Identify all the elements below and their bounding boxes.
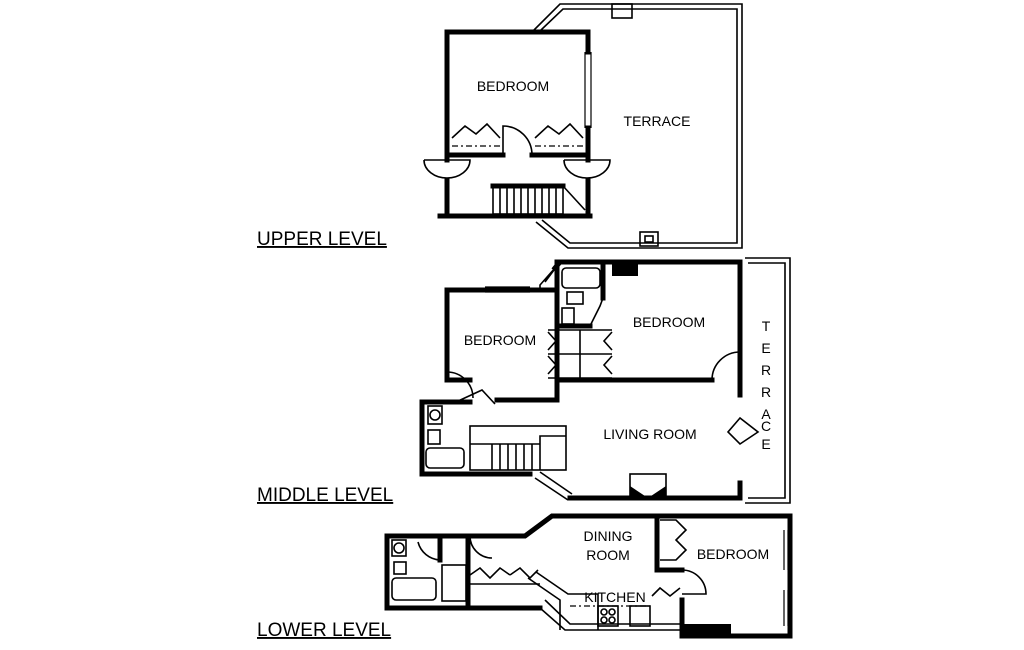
- upper-terrace-label: TERRACE: [624, 113, 691, 129]
- lower-level-plan: [384, 513, 793, 639]
- middle-right-door-swing: [711, 351, 741, 381]
- middle-sink: [566, 291, 584, 305]
- middle-bedroom-right-label: BEDROOM: [633, 314, 705, 330]
- upper-door-swing: [502, 125, 533, 156]
- lower-outer-walls: [384, 513, 793, 639]
- middle-level-plan: [419, 257, 791, 504]
- chimney-bottom: [639, 231, 659, 247]
- svg-text:E: E: [761, 436, 770, 452]
- lower-closets: [468, 566, 540, 585]
- middle-interior-wall: [444, 377, 715, 403]
- svg-text:A: A: [761, 406, 771, 422]
- middle-left-door-swing: [446, 371, 474, 399]
- stove: [597, 605, 619, 627]
- middle-bedroom-left-label: BEDROOM: [464, 332, 536, 348]
- chimney-top: [611, 3, 633, 19]
- svg-text:C: C: [761, 418, 771, 434]
- middle-living-label: LIVING ROOM: [603, 426, 696, 442]
- upper-terrace-outline: [533, 3, 743, 249]
- svg-text:R: R: [761, 384, 771, 400]
- sink: [629, 605, 651, 627]
- svg-text:T: T: [762, 318, 771, 334]
- upper-swing-right: [563, 159, 611, 179]
- svg-text:E: E: [761, 340, 770, 356]
- upper-level-plan: [423, 3, 743, 249]
- svg-text:R: R: [761, 362, 771, 378]
- lower-kitchen-label: KITCHEN: [584, 589, 645, 605]
- lower-dining-label-1: DINING: [584, 528, 633, 544]
- lower-bedroom-label: BEDROOM: [697, 546, 769, 562]
- lower-bedroom-closet: [660, 519, 688, 561]
- middle-chimney: [612, 262, 638, 276]
- upper-level-title: UPPER LEVEL: [257, 229, 387, 250]
- lower-bathtub: [391, 577, 437, 601]
- lower-level-title: LOWER LEVEL: [257, 620, 391, 641]
- middle-closets: [547, 331, 613, 375]
- middle-terrace-door: [726, 416, 760, 446]
- middle-bathtub: [561, 267, 601, 289]
- chimney-bottom-inner: [644, 235, 654, 243]
- upper-bedroom-label: BEDROOM: [477, 78, 549, 94]
- lower-dining-label-2: ROOM: [586, 547, 630, 563]
- middle-toilet: [561, 307, 575, 325]
- middle-terrace-label: T E R R A C E: [761, 318, 771, 452]
- closet-doors: [451, 122, 584, 139]
- middle-left-bath: [419, 399, 533, 477]
- middle-stairs: [469, 425, 567, 471]
- lower-bedroom-door-swing: [681, 569, 707, 595]
- lower-bedroom-wall: [654, 513, 685, 573]
- middle-terrace-outline: [745, 257, 791, 504]
- middle-level-title: MIDDLE LEVEL: [257, 485, 393, 506]
- upper-bedroom-walls: [444, 29, 591, 163]
- upper-swing-left: [423, 159, 471, 179]
